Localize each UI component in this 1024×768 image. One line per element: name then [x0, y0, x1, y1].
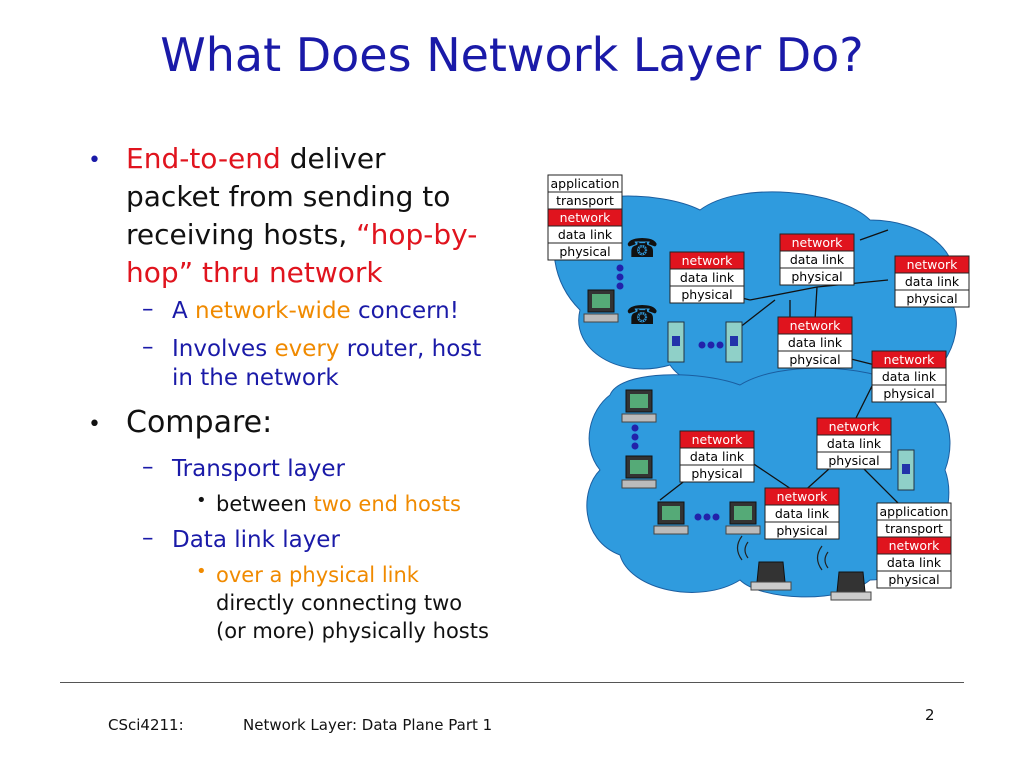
layer-datalink: data link — [790, 252, 845, 267]
sub-directly-connecting: directly connecting two — [216, 591, 463, 615]
bullet-dot: • — [88, 148, 101, 173]
sub-network-wide: A network-wide concern! — [172, 296, 459, 326]
text-every: every — [274, 336, 340, 362]
bullet-line-2: packet from sending to — [126, 180, 451, 213]
layer-datalink: data link — [887, 555, 942, 570]
text-involves: Involves — [172, 336, 275, 362]
text-receiving-hosts: receiving hosts, — [126, 218, 357, 251]
sub-data-link-layer: Data link layer — [172, 527, 340, 553]
layer-network: network — [692, 432, 744, 447]
layer-application: application — [880, 504, 949, 519]
bullet-line-4: hop” thru network — [126, 256, 383, 289]
router-stack-3: network data link physical — [894, 255, 970, 308]
footer-divider — [60, 682, 964, 683]
host-stack-right: application transport network data link … — [876, 502, 952, 589]
router-stack-7: network data link physical — [816, 417, 892, 470]
layer-network: network — [682, 253, 734, 268]
text-end-to-end: End-to-end — [126, 142, 281, 175]
host-stack-left: application transport network data link … — [547, 174, 623, 261]
slide-title: What Does Network Layer Do? — [160, 28, 864, 82]
layer-datalink: data link — [788, 335, 843, 350]
dash: – — [142, 334, 154, 360]
network-diagram: application transport network data link … — [547, 174, 970, 601]
layer-datalink: data link — [882, 369, 937, 384]
dash: – — [142, 525, 154, 551]
layer-application: application — [551, 176, 620, 191]
footer-course: CSci4211: — [108, 716, 184, 734]
text-router-host: router, host — [339, 336, 482, 362]
desktop-computer-icon — [621, 455, 657, 489]
bullet-dot-small: • — [196, 561, 207, 582]
bullet-dot: • — [88, 412, 101, 437]
bullet-line-3: receiving hosts, “hop-by- — [126, 216, 477, 254]
layer-physical: physical — [559, 244, 610, 259]
layer-physical: physical — [791, 269, 842, 284]
router-stack-4: network data link physical — [777, 316, 853, 369]
layer-network: network — [907, 257, 959, 272]
dash: – — [142, 296, 154, 322]
layer-physical: physical — [776, 523, 827, 538]
layer-physical: physical — [691, 466, 742, 481]
footer-topic: Network Layer: Data Plane Part 1 — [243, 716, 493, 734]
layer-network: network — [790, 318, 842, 333]
layer-datalink: data link — [775, 506, 830, 521]
sub-over-physical-link: over a physical link — [216, 563, 419, 587]
desktop-computer-icon — [653, 501, 689, 535]
layer-transport: transport — [556, 193, 614, 208]
server-tower-icon — [897, 449, 915, 491]
layer-datalink: data link — [680, 270, 735, 285]
laptop-icon — [750, 561, 792, 591]
layer-network: network — [889, 538, 941, 553]
text-deliver: deliver — [280, 142, 386, 175]
router-stack-8: network data link physical — [764, 487, 840, 540]
telephone-icon: ☎ — [626, 301, 658, 331]
layer-physical: physical — [681, 287, 732, 302]
text-two-end-hosts: two end hosts — [313, 492, 461, 516]
layer-datalink: data link — [558, 227, 613, 242]
layer-physical: physical — [883, 386, 934, 401]
bullet-end-to-end: End-to-end deliver — [126, 140, 386, 178]
layer-network: network — [792, 235, 844, 250]
layer-physical: physical — [888, 572, 939, 587]
layer-transport: transport — [885, 521, 943, 536]
text-a: A — [172, 298, 196, 324]
text-hop-by: “hop-by- — [356, 218, 478, 251]
laptop-icon — [830, 571, 872, 601]
layer-datalink: data link — [827, 436, 882, 451]
dash: – — [142, 454, 154, 480]
desktop-computer-icon — [621, 389, 657, 423]
sub-transport-layer: Transport layer — [172, 456, 345, 482]
layer-physical: physical — [906, 291, 957, 306]
bullet-dot-small: • — [196, 490, 207, 511]
bullet-compare: Compare: — [126, 405, 273, 440]
text-between: between — [216, 492, 314, 516]
layer-network: network — [829, 419, 881, 434]
ellipsis-dots — [616, 264, 724, 521]
wireless-signal-icon — [736, 535, 829, 571]
desktop-computer-icon — [583, 289, 619, 323]
layer-network: network — [777, 489, 829, 504]
text-concern: concern! — [350, 298, 459, 324]
sub-between-hosts: between two end hosts — [216, 490, 461, 518]
layer-network: network — [884, 352, 936, 367]
layer-datalink: data link — [690, 449, 745, 464]
sub-in-the-network: in the network — [172, 365, 339, 391]
desktop-computer-icon — [725, 501, 761, 535]
router-stack-6: network data link physical — [679, 430, 755, 483]
layer-network: network — [560, 210, 612, 225]
sub-involves-every: Involves every router, host — [172, 334, 481, 364]
telephone-icon: ☎ — [626, 234, 658, 264]
router-stack-5: network data link physical — [871, 350, 947, 403]
layer-physical: physical — [789, 352, 840, 367]
text-network-wide: network-wide — [195, 298, 351, 324]
router-stack-2: network data link physical — [779, 233, 855, 286]
page-number: 2 — [925, 706, 935, 724]
server-tower-icon — [667, 321, 685, 363]
sub-physically-hosts: (or more) physically hosts — [216, 619, 489, 643]
layer-physical: physical — [828, 453, 879, 468]
router-stack-1: network data link physical — [669, 251, 745, 304]
layer-datalink: data link — [905, 274, 960, 289]
server-tower-icon — [725, 321, 743, 363]
